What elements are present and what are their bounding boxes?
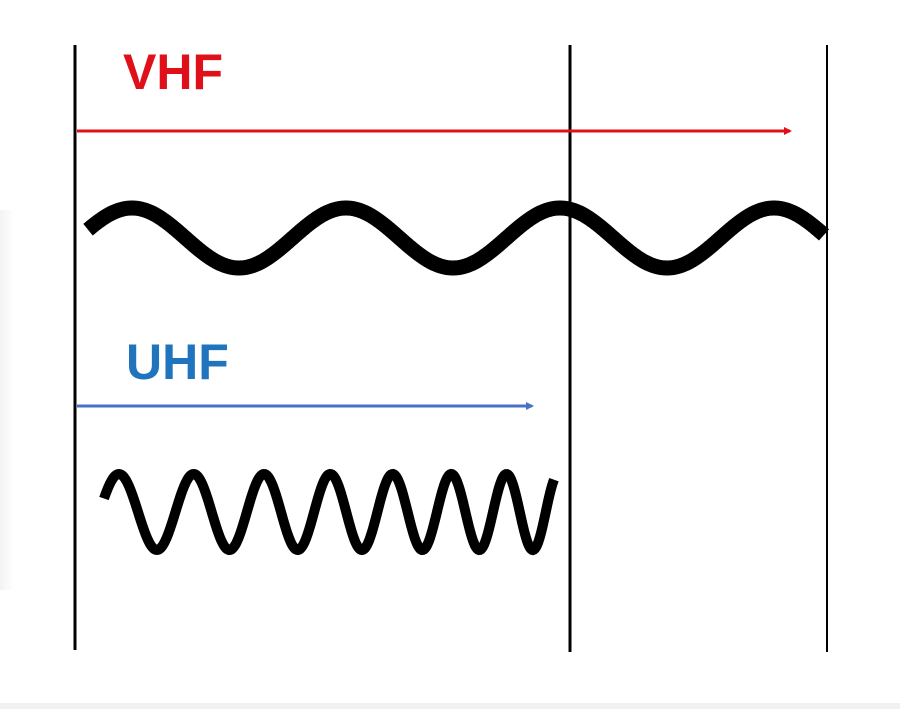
vhf-wave [83,200,830,276]
uhf-label: UHF [126,334,229,390]
uhf-wave [99,468,559,556]
left-shade [0,210,14,590]
bottom-strip [0,703,900,709]
vhf-label: VHF [123,44,223,100]
